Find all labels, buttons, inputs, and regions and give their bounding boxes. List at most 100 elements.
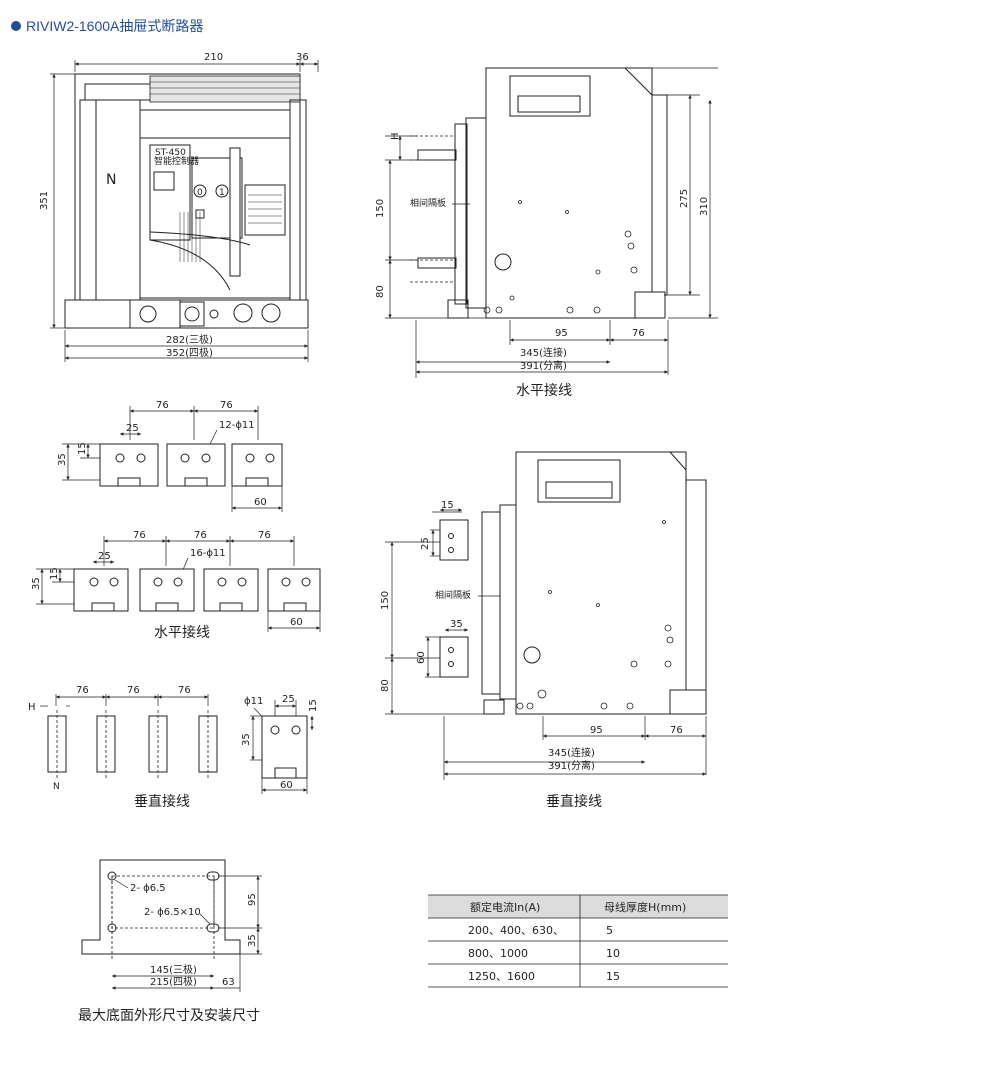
controller-display <box>153 171 175 191</box>
base-holes-small: 2- ϕ6.5 <box>130 883 166 894</box>
table-header-row <box>428 895 728 918</box>
on-button <box>215 184 229 198</box>
vt-detail-35: 35 <box>241 733 252 746</box>
base-dim-35: 35 <box>247 934 258 947</box>
t4-dim-25: 25 <box>98 551 111 562</box>
side-v-barrier-label: 相间隔板 <box>435 589 471 601</box>
racking-handle-socket-v <box>523 646 541 664</box>
t3-holes-label: 12-ϕ11 <box>219 420 255 431</box>
terminal-4pole: 76 76 76 25 16-ϕ11 35 15 60 水平接线 <box>31 530 321 641</box>
vt-detail-25: 25 <box>282 694 295 705</box>
table-cell: 1250、1600 <box>468 970 535 983</box>
vertical-busbar-lower <box>439 636 469 678</box>
racking-lock <box>184 306 200 322</box>
side-view-vertical: 15 25 150 相间隔板 35 60 80 95 76 345(连接) 39… <box>380 451 707 810</box>
vt-detail-60: 60 <box>280 780 293 791</box>
side-v-dim-35: 35 <box>450 619 463 630</box>
table-cell: 800、1000 <box>468 947 528 960</box>
side-h-dim-310: 310 <box>699 197 710 216</box>
t3-dim-35: 35 <box>57 453 68 466</box>
busbar-upper <box>417 149 457 161</box>
side-v-dim-95: 95 <box>590 725 603 736</box>
base-caption: 最大底面外形尺寸及安装尺寸 <box>78 1008 260 1024</box>
page-title: RIVIW2-1600A抽屉式断路器 <box>26 18 203 34</box>
nameplate <box>244 184 286 236</box>
off-button <box>193 184 207 198</box>
on-button-label: 1 <box>219 188 225 198</box>
t3-dim-76b: 76 <box>220 400 233 411</box>
controller-model: ST-450 <box>155 148 186 158</box>
busbar-lower <box>417 257 457 269</box>
vt-caption: 垂直接线 <box>134 793 190 810</box>
t4-holes-label: 16-ϕ11 <box>190 548 226 559</box>
t4-dim-60: 60 <box>290 617 303 628</box>
side-v-dim-25: 25 <box>420 537 431 550</box>
t4-dim-35: 35 <box>31 577 42 590</box>
front-dim-352: 352(四极) <box>166 346 213 359</box>
t4-dim-76c: 76 <box>258 530 271 541</box>
base-dim-63: 63 <box>222 977 235 988</box>
vt-detail-hole: ϕ11 <box>244 696 263 707</box>
side-h-dim-345: 345(连接) <box>520 346 567 359</box>
front-view: 210 36 351 282(三极) 352(四极) N ST-450 智能控制… <box>39 52 319 362</box>
vt-label-n: N <box>53 782 60 792</box>
vt-dim-h: H <box>28 702 36 713</box>
table-cell: 15 <box>606 970 620 983</box>
side-view-horizontal: 275 310 H 150 80 相间隔板 95 76 345(连接) 391(… <box>375 67 718 399</box>
t3-dim-60: 60 <box>254 497 267 508</box>
side-v-dim-391: 391(分离) <box>548 759 595 772</box>
vt-detail-15: 15 <box>308 699 319 712</box>
pushbutton-left <box>233 303 253 323</box>
vertical-terminal: H 76 76 76 N ϕ11 25 15 35 <box>28 685 319 810</box>
side-v-dim-60: 60 <box>416 651 427 664</box>
side-h-barrier-label: 相间隔板 <box>410 197 446 209</box>
t3-dim-76a: 76 <box>156 400 169 411</box>
side-h-dim-95: 95 <box>555 328 568 339</box>
side-h-caption: 水平接线 <box>516 382 572 399</box>
side-h-dim-76: 76 <box>632 328 645 339</box>
table-cell: 5 <box>606 924 613 937</box>
side-v-caption: 垂直接线 <box>546 793 602 810</box>
t4-dim-76a: 76 <box>133 530 146 541</box>
t3-dim-25: 25 <box>126 423 139 434</box>
pushbutton-right <box>261 303 281 323</box>
side-v-dim-15: 15 <box>441 500 454 511</box>
off-button-label: 0 <box>197 188 203 198</box>
controller-name: 智能控制器 <box>154 155 199 167</box>
side-v-dim-76: 76 <box>670 725 683 736</box>
side-h-dim-150: 150 <box>375 199 386 218</box>
t3-dim-15: 15 <box>77 442 88 455</box>
table-cell: 200、400、630、 <box>468 924 564 937</box>
base-dim-215: 215(四极) <box>150 975 197 988</box>
t4-caption: 水平接线 <box>154 624 210 641</box>
vertical-busbar-upper <box>439 519 469 561</box>
front-dim-351: 351 <box>39 191 50 210</box>
vt-dim-76a: 76 <box>76 685 89 696</box>
vt-dim-76b: 76 <box>127 685 140 696</box>
base-view: 2- ϕ6.5 2- ϕ6.5×10 95 35 145(三极) 215(四极)… <box>78 859 262 1024</box>
side-h-dim-275: 275 <box>679 189 690 208</box>
side-v-dim-345: 345(连接) <box>548 746 595 759</box>
base-dim-145: 145(三极) <box>150 963 197 976</box>
front-dim-282: 282(三极) <box>166 333 213 346</box>
t4-dim-76b: 76 <box>194 530 207 541</box>
base-holes-slot: 2- ϕ6.5×10 <box>144 907 201 918</box>
table-header-thickness: 母线厚度H(mm) <box>604 900 686 914</box>
table-cell: 10 <box>606 947 620 960</box>
release-button <box>139 305 157 323</box>
base-dim-95: 95 <box>247 893 258 906</box>
side-h-dim-80: 80 <box>375 285 386 298</box>
vt-dim-76c: 76 <box>178 685 191 696</box>
t4-dim-15: 15 <box>49 567 60 580</box>
arc-chute-grille <box>149 75 301 103</box>
side-h-dim-391: 391(分离) <box>520 359 567 372</box>
front-label-n: N <box>106 172 116 188</box>
table-header-current: 额定电流In(A) <box>470 900 540 914</box>
racking-handle-socket <box>494 253 512 271</box>
controller-panel <box>149 144 191 241</box>
side-v-dim-150: 150 <box>380 591 391 610</box>
side-v-dim-80: 80 <box>380 679 391 692</box>
operating-handle <box>229 147 241 277</box>
terminal-3pole: 76 76 25 12-ϕ11 35 15 60 <box>57 400 283 512</box>
